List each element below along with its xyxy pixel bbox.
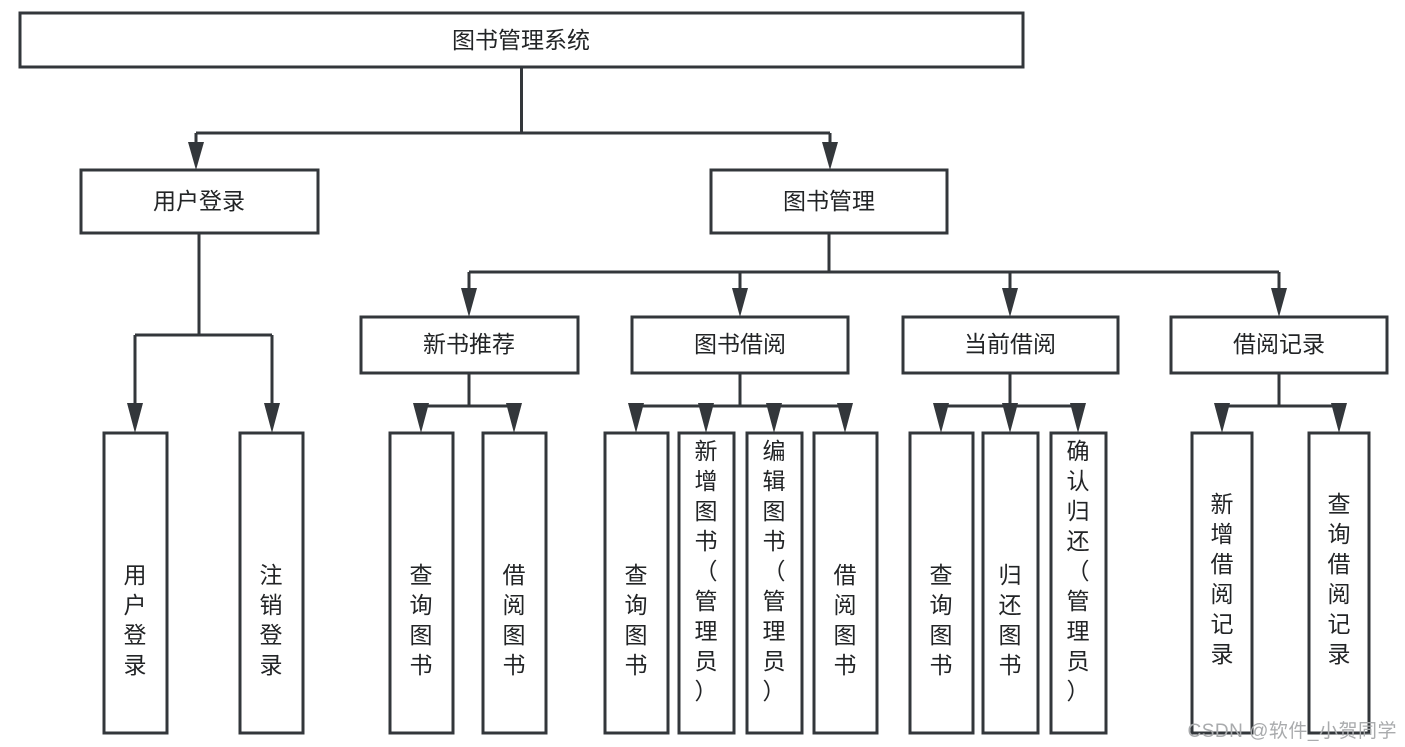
node-leaf-query-book-1-label: 查询图书 <box>410 562 433 678</box>
node-leaf-user-login-label: 用户登录 <box>124 562 147 678</box>
node-leaf-user-login-box[interactable] <box>102 431 169 735</box>
node-login[interactable]: 用户登录 <box>79 168 320 235</box>
node-newbook-box[interactable] <box>359 315 580 375</box>
connector-group-bookmgmt-to-level3 <box>461 233 1287 317</box>
node-leaf-query-borrow-record-box[interactable] <box>1307 431 1371 735</box>
node-current-box[interactable] <box>901 315 1120 375</box>
node-leaf-edit-book-admin-box[interactable] <box>745 431 804 735</box>
node-leaf-logout[interactable]: 注销登录 <box>238 431 305 735</box>
connector-group-borrow-to-leaves <box>628 373 853 433</box>
node-leaf-add-borrow-record[interactable]: 新增借阅记录 <box>1190 431 1254 735</box>
node-root[interactable]: 图书管理系统 <box>18 11 1025 69</box>
node-leaf-query-book-3-box[interactable] <box>908 431 975 735</box>
node-leaf-borrow-book-1-label: 借阅图书 <box>503 562 526 678</box>
node-leaf-borrow-book-2-label: 借阅图书 <box>834 562 857 678</box>
node-leaf-borrow-book-2[interactable]: 借阅图书 <box>812 431 879 735</box>
node-record-label: 借阅记录 <box>1233 331 1325 357</box>
node-leaf-query-book-2[interactable]: 查询图书 <box>603 431 670 735</box>
node-current[interactable]: 当前借阅 <box>901 315 1120 375</box>
node-leaf-borrow-book-1-box[interactable] <box>481 431 548 735</box>
connector-group-record-to-leaves <box>1214 373 1347 433</box>
node-leaf-borrow-book-2-box[interactable] <box>812 431 879 735</box>
node-bookmgmt[interactable]: 图书管理 <box>709 168 949 235</box>
node-leaf-logout-box[interactable] <box>238 431 305 735</box>
node-leaf-edit-book-admin-label: 编辑图书（管理员） <box>763 438 786 704</box>
node-leaf-add-borrow-record-box[interactable] <box>1190 431 1254 735</box>
node-leaf-confirm-return-admin-box[interactable] <box>1049 431 1108 735</box>
node-leaf-edit-book-admin[interactable]: 编辑图书（管理员） <box>745 431 804 735</box>
node-leaf-query-book-1[interactable]: 查询图书 <box>388 431 455 735</box>
node-record-box[interactable] <box>1169 315 1389 375</box>
node-login-label: 用户登录 <box>153 188 245 214</box>
node-newbook-label: 新书推荐 <box>423 331 515 357</box>
node-borrow-box[interactable] <box>630 315 850 375</box>
connector-group-current-to-leaves <box>933 373 1086 433</box>
node-borrow[interactable]: 图书借阅 <box>630 315 850 375</box>
node-leaf-add-book-admin-box[interactable] <box>677 431 736 735</box>
node-record[interactable]: 借阅记录 <box>1169 315 1389 375</box>
node-root-label: 图书管理系统 <box>452 27 590 53</box>
node-leaf-add-book-admin-label: 新增图书（管理员） <box>695 438 718 704</box>
node-bookmgmt-box[interactable] <box>709 168 949 235</box>
node-current-label: 当前借阅 <box>964 331 1056 357</box>
node-leaf-query-book-3-label: 查询图书 <box>930 562 953 678</box>
node-root-box[interactable] <box>18 11 1025 69</box>
connector-group-root-to-level2 <box>188 67 838 170</box>
node-bookmgmt-label: 图书管理 <box>783 188 875 214</box>
node-leaf-borrow-book-1[interactable]: 借阅图书 <box>481 431 548 735</box>
node-leaf-return-book[interactable]: 归还图书 <box>981 431 1040 735</box>
node-leaf-query-borrow-record[interactable]: 查询借阅记录 <box>1307 431 1371 735</box>
node-leaf-return-book-box[interactable] <box>981 431 1040 735</box>
node-leaf-query-book-2-label: 查询图书 <box>625 562 648 678</box>
node-login-box[interactable] <box>79 168 320 235</box>
node-borrow-label: 图书借阅 <box>694 331 786 357</box>
node-leaf-logout-label: 注销登录 <box>260 562 283 678</box>
connector-group-login-to-leaves <box>127 233 280 433</box>
node-leaf-query-book-3[interactable]: 查询图书 <box>908 431 975 735</box>
csdn-watermark: CSDN @软件_小贺同学 <box>1187 721 1397 742</box>
node-leaf-add-borrow-record-label: 新增借阅记录 <box>1211 491 1234 667</box>
node-leaf-query-book-1-box[interactable] <box>388 431 455 735</box>
node-leaf-confirm-return-admin-label: 确认归还（管理员） <box>1067 438 1090 704</box>
node-leaf-add-book-admin[interactable]: 新增图书（管理员） <box>677 431 736 735</box>
node-newbook[interactable]: 新书推荐 <box>359 315 580 375</box>
node-leaf-confirm-return-admin[interactable]: 确认归还（管理员） <box>1049 431 1108 735</box>
node-leaf-user-login[interactable]: 用户登录 <box>102 431 169 735</box>
node-leaf-query-book-2-box[interactable] <box>603 431 670 735</box>
node-leaf-return-book-label: 归还图书 <box>999 562 1022 678</box>
node-leaf-query-borrow-record-label: 查询借阅记录 <box>1328 491 1351 667</box>
connector-group-newbook-to-leaves <box>413 373 522 433</box>
